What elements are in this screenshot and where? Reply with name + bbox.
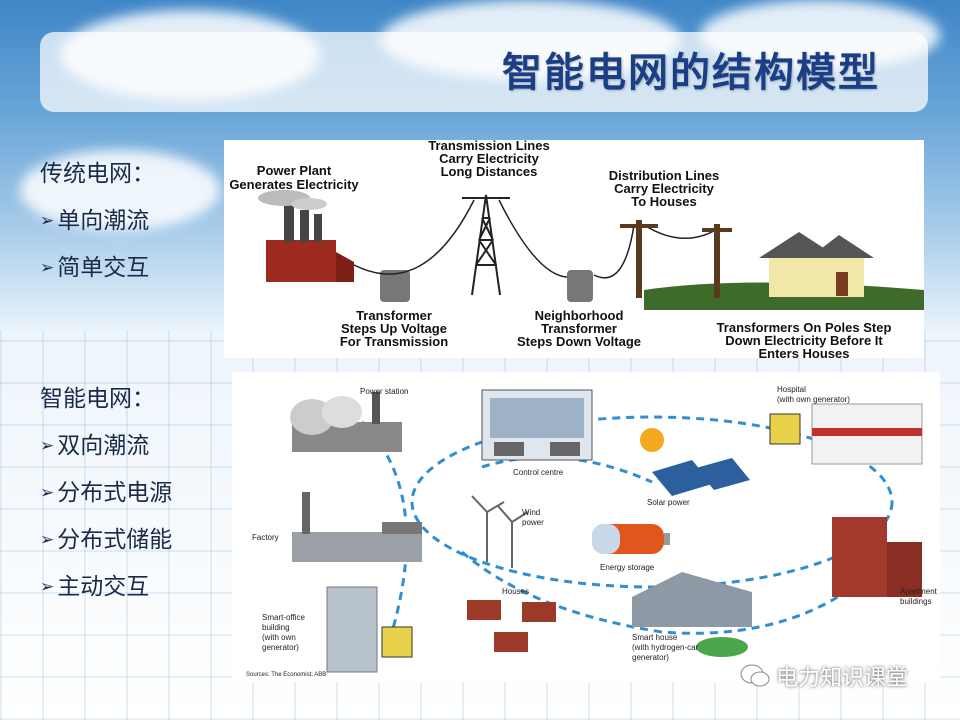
wind-power-label: Wind [522,508,540,517]
list-item-label: 双向潮流 [57,433,150,459]
list-item-label: 分布式电源 [57,480,173,506]
power-line [593,224,635,279]
chat-bubble-icon [740,664,770,687]
watermark: 电力知识课堂 [740,660,908,692]
title-bar: 智能电网的结构模型 [40,32,928,112]
houses-label: Houses [502,587,529,596]
hospital-icon [769,403,923,465]
transmission-label: Long Distances [441,164,538,179]
power-station-icon [290,392,402,452]
arrow-bullet-icon: ➢ [40,577,55,597]
sources-label: Sources: The Economist; ABB [246,672,326,678]
arrow-bullet-icon: ➢ [40,258,55,278]
apartment-building-icon [832,517,922,597]
apartment-label: Apartment [900,587,938,596]
list-item: ➢双向潮流 [40,435,172,458]
list-item-label: 主动交互 [57,574,150,600]
distribution-label: Carry Electricity [614,181,714,196]
sun-icon [640,428,664,452]
transmission-label: Transmission Lines [428,140,549,153]
poles-label: Transformers On Poles Step [717,320,892,335]
solar-power-label: Solar power [647,498,690,507]
control-centre-label: Control centre [513,468,564,477]
solar-panel-icon [652,458,750,496]
neighborhood-label: Neighborhood [535,308,624,323]
control-centre-icon [481,389,593,461]
factory-label: Factory [252,533,279,542]
smart-office-label: Smart-office [262,613,306,622]
transmission-tower-icon [462,194,510,296]
traditional-grid-illustration: Power Plant Generates Electricity Transm… [229,138,924,361]
list-item-label: 分布式储能 [57,527,173,553]
arrow-bullet-icon: ➢ [40,483,55,503]
smart-house-icon [632,572,752,657]
transmission-label: Carry Electricity [439,151,539,166]
smart-office-label: generator) [262,643,299,652]
list-item: ➢简单交互 [40,257,155,280]
arrow-bullet-icon: ➢ [40,211,55,231]
smart-office-building-icon [326,586,413,673]
arrow-bullet-icon: ➢ [40,530,55,550]
utility-pole-icon [620,220,732,298]
watermark-text: 电力知识课堂 [776,666,909,691]
houses-icon [467,600,556,652]
smart-office-label: building [262,623,290,632]
smart-house-label: (with hydrogen-car [632,643,699,652]
hospital-label: (with own generator) [777,395,850,404]
transformer-up-label: For Transmission [340,334,448,349]
traditional-grid-list: 传统电网： ➢单向潮流 ➢简单交互 [40,163,155,280]
list-item-label: 简单交互 [57,255,150,281]
power-line [353,199,475,275]
list-item: ➢分布式电源 [40,482,172,505]
power-station-label: Power station [360,387,408,396]
factory-icon [292,492,422,562]
smart-grid-diagram: Power station Control centre Hospital (w… [232,372,940,682]
transformer-up-label: Transformer [356,308,432,323]
transformer-icon [567,270,593,302]
cloud [20,150,220,230]
transformer-up-label: Steps Up Voltage [341,321,447,336]
energy-storage-label: Energy storage [600,563,655,572]
power-plant-label: Generates Electricity [229,177,359,192]
traditional-grid-heading: 传统电网： [40,161,155,187]
house-icon [759,232,874,297]
smart-office-label: (with own [262,633,296,642]
neighborhood-label: Steps Down Voltage [517,334,641,349]
smart-house-label: generator) [632,653,669,662]
wind-turbine-icon [471,495,529,568]
poles-label: Enters Houses [758,346,849,358]
power-plant-icon [258,190,354,282]
power-line [498,199,580,278]
neighborhood-label: Transformer [541,321,617,336]
smart-house-label: Smart house [632,633,678,642]
distribution-label: Distribution Lines [609,168,720,183]
smart-grid-list: 智能电网： ➢双向潮流 ➢分布式电源 ➢分布式储能 ➢主动交互 [40,388,172,599]
hospital-label: Hospital [777,385,806,394]
wind-power-label: power [522,518,544,527]
distribution-label: To Houses [631,194,697,209]
poles-label: Down Electricity Before It [725,333,883,348]
power-plant-label: Power Plant [257,163,332,178]
list-item: ➢单向潮流 [40,210,155,233]
list-item-label: 单向潮流 [57,208,150,234]
smart-grid-heading: 智能电网： [40,386,155,412]
apartment-label: buildings [900,597,932,606]
transformer-icon [380,270,410,302]
traditional-grid-diagram: Power Plant Generates Electricity Transm… [224,138,924,361]
list-item: ➢分布式储能 [40,529,172,552]
list-item: ➢主动交互 [40,576,172,599]
smart-grid-illustration: Power station Control centre Hospital (w… [246,385,938,678]
slide-title: 智能电网的结构模型 [502,50,880,96]
arrow-bullet-icon: ➢ [40,436,55,456]
battery-icon [592,524,670,554]
